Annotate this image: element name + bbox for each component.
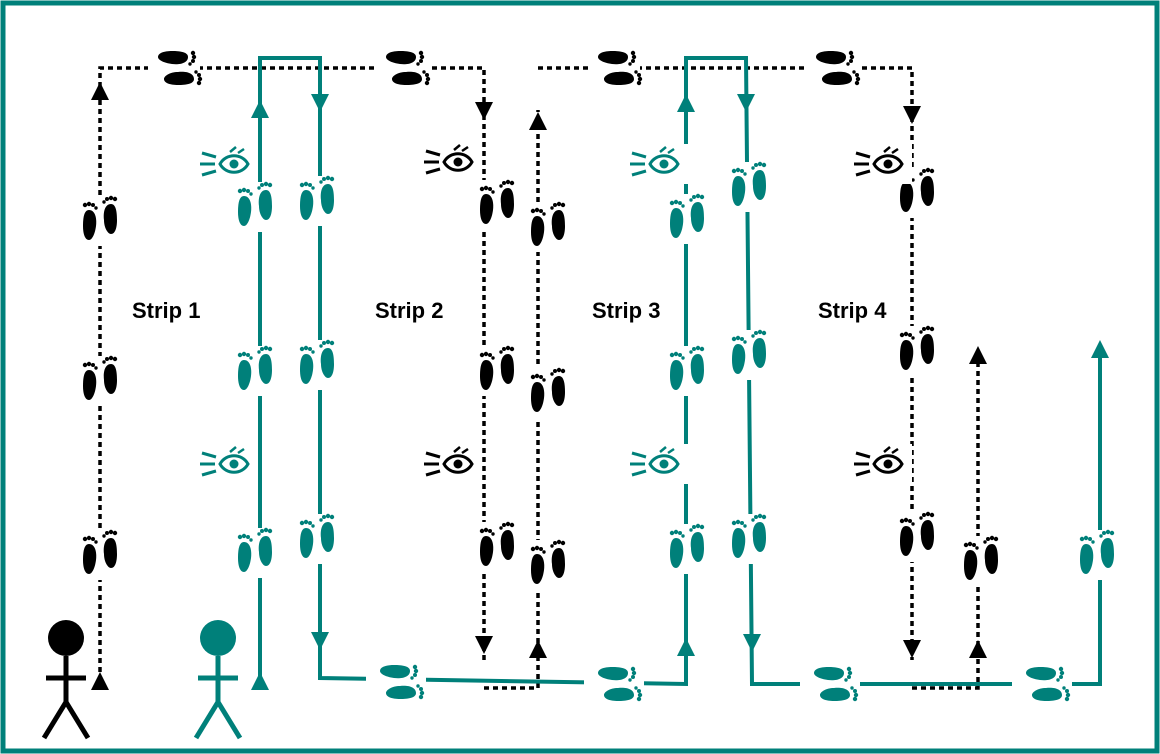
- footprints-icon: [470, 345, 524, 396]
- arrowhead-icon: [91, 82, 109, 100]
- arrowhead-icon: [475, 102, 493, 120]
- arrowhead-icon: [677, 638, 695, 656]
- footprints-icon: [722, 329, 776, 380]
- strip-2-label: Strip 2: [375, 298, 443, 323]
- arrowhead-icon: [311, 632, 329, 650]
- eye-icon: [852, 444, 912, 484]
- footprints-icon: [584, 664, 644, 704]
- arrowhead-icon: [743, 634, 761, 652]
- footprints-icon: [890, 325, 944, 376]
- teal-eyes: [198, 144, 688, 484]
- arrowhead-icon: [91, 672, 109, 690]
- eye-icon: [422, 444, 482, 484]
- footprints-icon: [228, 181, 282, 232]
- arrowhead-icon: [311, 94, 329, 112]
- footprints-icon: [521, 201, 575, 252]
- footprints-icon: [660, 523, 714, 574]
- black-eyes: [422, 142, 912, 484]
- arrowhead-icon: [251, 100, 269, 118]
- arrowhead-icon: [251, 672, 269, 690]
- footprints-icon: [1070, 529, 1124, 580]
- arrowhead-icon: [969, 346, 987, 364]
- footprints-icon: [722, 161, 776, 212]
- footprints-icon: [890, 511, 944, 562]
- footprints-icon: [376, 50, 430, 88]
- eye-icon: [198, 444, 258, 484]
- footprints-icon: [148, 50, 202, 88]
- arrowhead-icon: [903, 106, 921, 124]
- footprints-icon: [954, 535, 1008, 586]
- footprints-icon: [521, 539, 575, 590]
- footprints-icon: [588, 50, 642, 88]
- footprints-icon: [521, 367, 575, 418]
- teal-arrowheads: [251, 94, 1109, 690]
- footprints-icon: [73, 355, 127, 406]
- arrowhead-icon: [529, 640, 547, 658]
- black-arrowheads: [91, 82, 987, 690]
- footprints-icon: [228, 527, 282, 578]
- arrowhead-icon: [677, 94, 695, 112]
- arrowhead-icon: [475, 636, 493, 654]
- arrowhead-icon: [737, 94, 755, 112]
- eye-icon: [198, 144, 258, 184]
- black-footprints: [73, 50, 1008, 590]
- eye-icon: [422, 142, 482, 182]
- footprints-icon: [290, 339, 344, 390]
- arrowhead-icon: [1091, 340, 1109, 358]
- footprints-icon: [73, 529, 127, 580]
- footprints-icon: [806, 50, 860, 88]
- arrowhead-icon: [969, 640, 987, 658]
- arrowhead-icon: [903, 640, 921, 658]
- footprints-icon: [722, 513, 776, 564]
- eye-icon: [628, 444, 688, 484]
- footprints-icon: [470, 521, 524, 572]
- strip-1-label: Strip 1: [132, 298, 200, 323]
- footprints-icon: [290, 175, 344, 226]
- footprints-icon: [366, 662, 426, 702]
- footprints-icon: [660, 345, 714, 396]
- footprints-icon: [800, 664, 860, 704]
- teal-footprints: [228, 161, 1124, 704]
- footprints-icon: [470, 179, 524, 230]
- strip-4-label: Strip 4: [818, 298, 887, 323]
- footprints-icon: [1012, 664, 1072, 704]
- eye-icon: [852, 144, 912, 184]
- footprints-icon: [290, 513, 344, 564]
- eye-icon: [628, 144, 688, 184]
- footprints-icon: [660, 193, 714, 244]
- footprints-icon: [228, 345, 282, 396]
- footprints-icon: [73, 195, 127, 246]
- arrowhead-icon: [529, 112, 547, 130]
- strip-3-label: Strip 3: [592, 298, 660, 323]
